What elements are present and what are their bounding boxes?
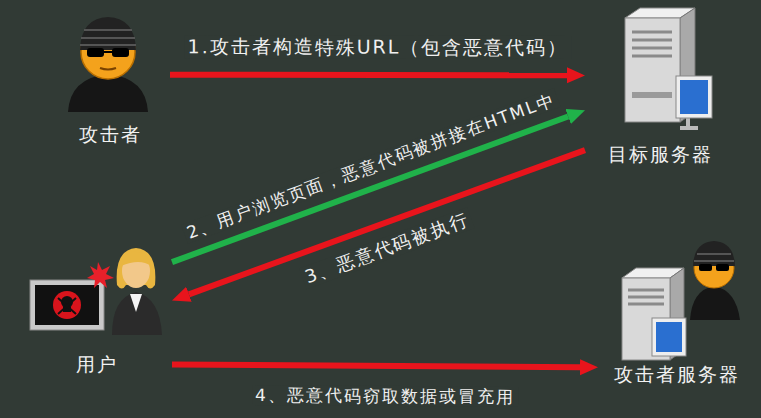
- actor-node: 用户: [22, 238, 172, 380]
- node-label: 用户: [22, 352, 172, 378]
- arrow-connector: [172, 364, 580, 367]
- step-label: 4、恶意代码窃取数据或冒充用: [252, 385, 518, 407]
- attacker-figure: [68, 17, 148, 112]
- node-label: 攻击者: [50, 122, 170, 148]
- actor-node: 目标服务器: [585, 4, 735, 170]
- server-icon: [625, 8, 712, 128]
- arrow-connector: [189, 150, 585, 294]
- actor-node: 攻击者服务器: [598, 228, 756, 390]
- user-figure: [30, 248, 162, 335]
- step-label: 2、用户浏览页面，恶意代码被拼接在HTML中: [181, 87, 561, 243]
- node-label: 攻击者服务器: [598, 362, 756, 388]
- arrow-connector: [172, 116, 568, 262]
- node-label: 目标服务器: [585, 142, 735, 168]
- actor-node: 攻击者: [50, 8, 170, 150]
- arrow-connector: [170, 72, 567, 79]
- step-label: 3、恶意代码被执行: [299, 207, 475, 289]
- step-label: 1.攻击者构造特殊URL（包含恶意代码）: [184, 35, 571, 58]
- attacker-server-icon: [622, 241, 740, 360]
